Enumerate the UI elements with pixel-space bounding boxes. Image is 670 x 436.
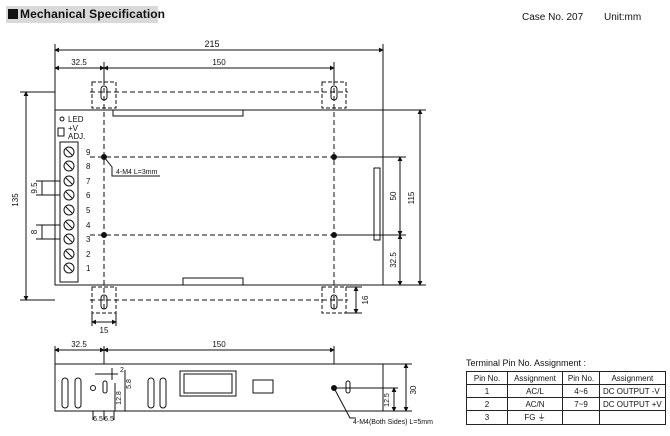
terminal-numbers: 9 8 7 6 5 4 3 2 1 xyxy=(86,148,91,273)
side-label-12-8: 12.8 xyxy=(116,391,123,405)
side-view xyxy=(54,346,412,420)
terminal-screws xyxy=(63,146,75,274)
side-label-6-5a: 6.5 xyxy=(93,416,103,423)
terminal-number: 4 xyxy=(86,221,91,230)
mount-hole-2 xyxy=(331,154,337,160)
label-115: 115 xyxy=(407,191,416,204)
label-16: 16 xyxy=(361,295,370,304)
table-row: 1 AC/L 4~6 DC OUTPUT -V xyxy=(466,384,666,398)
terminal-number: 8 xyxy=(86,162,91,171)
label-135: 135 xyxy=(11,193,20,207)
side-label-6-5b: 6.5 xyxy=(104,416,114,423)
side-slot xyxy=(373,167,381,241)
label-32-5: 32.5 xyxy=(71,58,87,67)
mount-hole-4 xyxy=(331,232,337,238)
mount-hole-3 xyxy=(101,232,107,238)
unit-label: Unit:mm xyxy=(604,12,642,23)
table-header-row: Pin No. Assignment Pin No. Assignment xyxy=(466,371,666,385)
label-led: LED xyxy=(68,115,84,124)
label-15: 15 xyxy=(100,326,109,335)
led-indicator xyxy=(59,116,65,122)
slot-top-right xyxy=(330,85,338,101)
terminal-number: 6 xyxy=(86,191,91,200)
terminal-number: 3 xyxy=(86,235,91,244)
slot-bottom-right xyxy=(330,294,338,310)
label-150: 150 xyxy=(212,58,226,67)
mount-ear-bottom-left xyxy=(91,286,117,314)
header-pin-no-2: Pin No. xyxy=(562,371,600,385)
side-label-12-5: 12.5 xyxy=(384,393,391,407)
side-label-32-5: 32.5 xyxy=(71,340,87,349)
label-50: 50 xyxy=(389,191,398,200)
terminal-number: 1 xyxy=(86,264,91,273)
leader-screw-note xyxy=(103,156,160,177)
label-9-5: 9.5 xyxy=(30,182,39,194)
label-adj: ADJ. xyxy=(68,132,85,141)
slot-bottom-left xyxy=(100,294,108,310)
tab-bottom xyxy=(182,277,244,286)
terminal-pin-table: Pin No. Assignment Pin No. Assignment 1 … xyxy=(466,371,666,425)
mount-ear-top-right xyxy=(321,81,347,109)
side-small-rect xyxy=(252,379,274,394)
side-label-150: 150 xyxy=(212,340,226,349)
table-cell: 3 xyxy=(466,410,508,425)
table-cell: 1 xyxy=(466,384,508,398)
header-assignment-2: Assignment xyxy=(599,371,666,385)
header-square-icon xyxy=(8,9,18,19)
table-cell xyxy=(599,410,666,425)
header-pin-no: Pin No. xyxy=(466,371,508,385)
side-hole-left xyxy=(90,385,96,391)
label-32-5-right: 32.5 xyxy=(389,252,398,268)
label-screw-note: 4-M4 L=3mm xyxy=(116,169,158,176)
top-view xyxy=(20,44,426,326)
label-8: 8 xyxy=(30,229,39,234)
table-cell: AC/N xyxy=(507,397,563,411)
table-row: 2 AC/N 7~9 DC OUTPUT +V xyxy=(466,397,666,411)
case-number: Case No. 207 xyxy=(522,12,584,23)
slot-top-left xyxy=(100,85,108,101)
terminal-number: 9 xyxy=(86,148,91,157)
header-assignment: Assignment xyxy=(507,371,563,385)
terminal-number: 2 xyxy=(86,250,91,259)
table-cell: 7~9 xyxy=(562,397,600,411)
side-screw-note: 4-M4(Both Sides) L=5mm xyxy=(353,419,433,426)
leader-side-screw-note xyxy=(333,387,356,419)
terminal-block xyxy=(59,141,79,283)
table-cell: AC/L xyxy=(507,384,563,398)
table-cell: DC OUTPUT -V xyxy=(599,384,666,398)
terminal-table-caption: Terminal Pin No. Assignment : xyxy=(466,358,587,368)
table-cell: 2 xyxy=(466,397,508,411)
label-215: 215 xyxy=(204,39,219,49)
terminal-number: 5 xyxy=(86,206,91,215)
side-window-inner xyxy=(183,373,233,394)
table-cell xyxy=(562,410,600,425)
header-bar xyxy=(6,6,158,23)
label-plus-v: +V xyxy=(68,124,79,133)
adj-pot xyxy=(57,127,65,137)
side-window xyxy=(179,370,237,397)
tab-top xyxy=(112,109,244,117)
terminal-number: 7 xyxy=(86,177,91,186)
table-cell: DC OUTPUT +V xyxy=(599,397,666,411)
side-label-5-8: 5.8 xyxy=(126,379,133,389)
side-label-2: 2 xyxy=(120,367,124,374)
table-cell: FG ⏚ xyxy=(507,410,563,425)
mount-ear-top-left xyxy=(91,81,117,109)
side-label-30: 30 xyxy=(409,385,418,394)
table-row: 3 FG ⏚ xyxy=(466,410,666,425)
section-title: Mechanical Specification xyxy=(20,7,166,21)
table-cell: 4~6 xyxy=(562,384,600,398)
mount-ear-bottom-right xyxy=(321,286,347,314)
